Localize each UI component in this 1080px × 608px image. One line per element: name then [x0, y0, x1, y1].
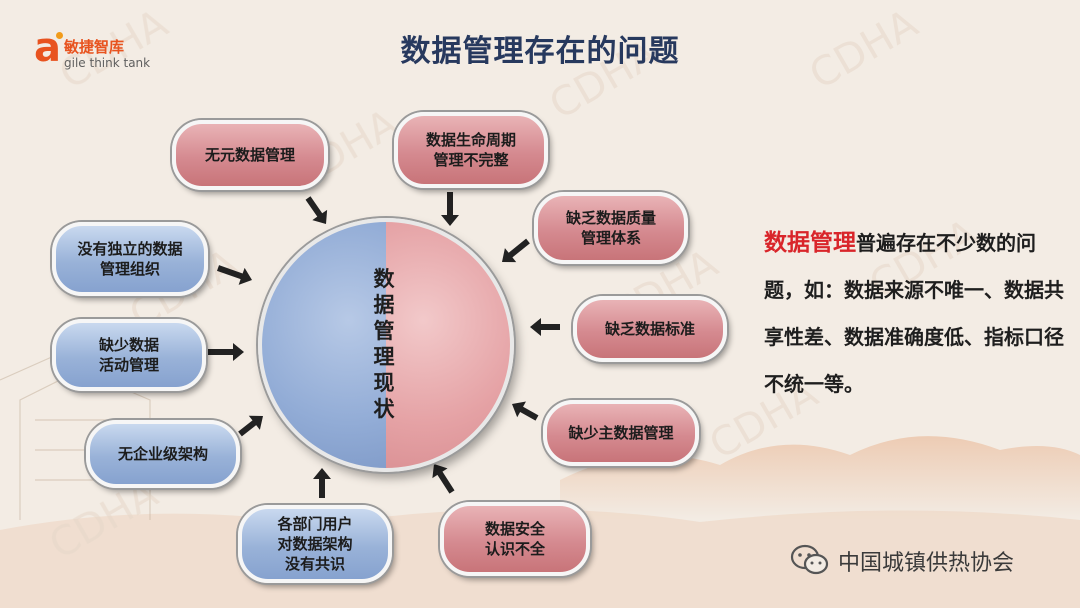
issue-3: 缺乏数据质量 管理体系	[534, 192, 688, 264]
arrow-9	[208, 343, 244, 361]
logo: a 敏捷智库 gile think tank	[34, 28, 184, 78]
logo-mark: a	[34, 25, 63, 71]
arrow-10	[217, 265, 252, 285]
issue-6: 数据安全 认识不全	[440, 502, 590, 576]
issue-5: 缺少主数据管理	[543, 400, 699, 466]
footer: 中国城镇供热协会	[790, 544, 1014, 578]
issue-1: 无元数据管理	[172, 120, 328, 190]
issue-8: 无企业级架构	[86, 420, 240, 488]
center-label: 数据管理现状	[373, 267, 395, 421]
arrow-2	[441, 192, 459, 226]
issue-2: 数据生命周期 管理不完整	[394, 112, 548, 188]
logo-name-cn: 敏捷智库	[64, 38, 125, 56]
issue-7: 各部门用户 对数据架构 没有共识	[238, 505, 392, 583]
wechat-icon	[790, 544, 829, 575]
issue-4: 缺乏数据标准	[573, 296, 727, 362]
page-title: 数据管理存在的问题	[400, 34, 680, 69]
arrow-1	[305, 196, 328, 225]
center-circle	[258, 218, 514, 472]
center-circle-left	[262, 222, 386, 468]
description: 数据管理普遍存在不少数的问题，如：数据来源不唯一、数据共享性差、数据准确度低、指…	[764, 220, 1064, 408]
logo-name-en: gile think tank	[64, 56, 151, 70]
arrow-6	[432, 464, 455, 494]
issue-10: 没有独立的数据 管理组织	[52, 222, 208, 296]
arrow-4	[530, 318, 560, 336]
description-text: 普遍存在不少数的问题，如：数据来源不唯一、数据共享性差、数据准确度低、指标口径不…	[764, 231, 1064, 396]
arrow-7	[313, 468, 331, 498]
center-circle-right	[386, 222, 510, 468]
footer-text: 中国城镇供热协会	[838, 551, 1015, 576]
issue-9: 缺少数据 活动管理	[52, 319, 206, 391]
arrow-5	[511, 401, 539, 421]
arrow-8	[238, 415, 264, 437]
description-highlight: 数据管理	[764, 230, 856, 256]
